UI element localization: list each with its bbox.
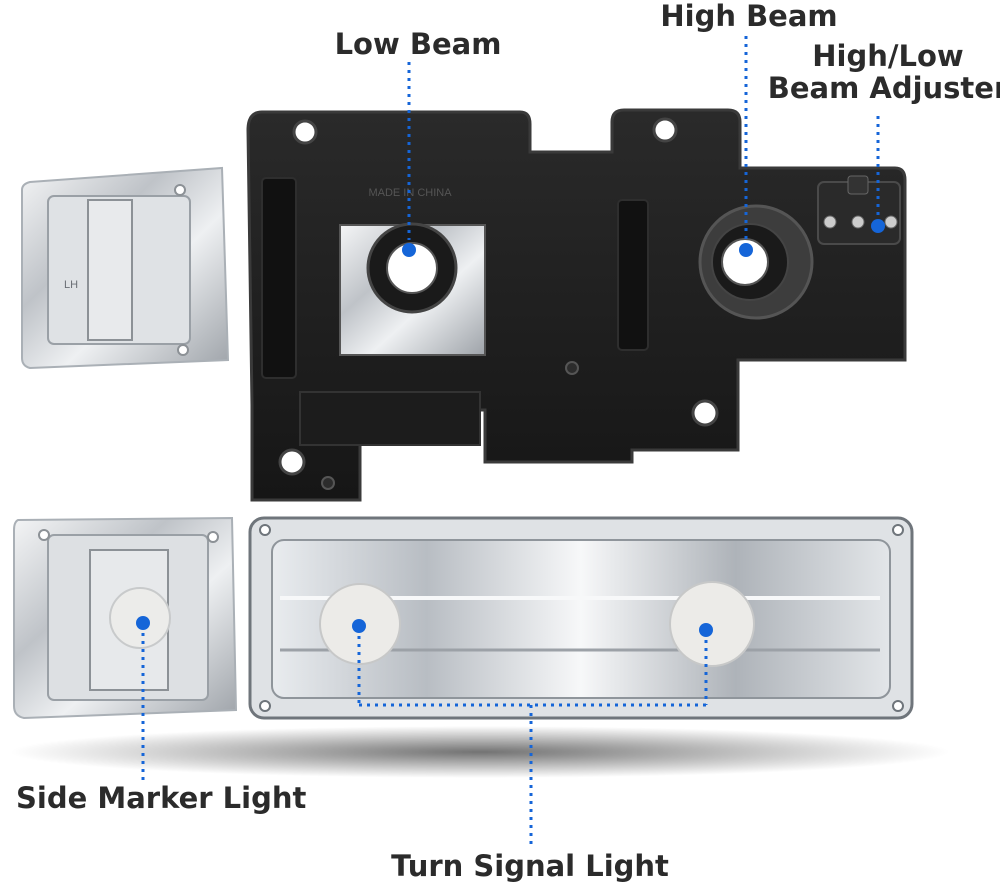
mount-hole-top-left <box>292 119 318 145</box>
turn-frame-hole-1 <box>259 524 271 536</box>
side-marker-dot <box>136 616 150 630</box>
low-beam-dot <box>402 243 416 257</box>
adjuster-dot <box>871 219 885 233</box>
adjuster-screw-2 <box>851 215 865 229</box>
beam-adjuster-label-line1: High/Low <box>812 39 964 73</box>
bolt-center <box>565 361 579 375</box>
turn-signal-bulb-right <box>669 581 755 667</box>
adjuster-screw-1 <box>823 215 837 229</box>
headlight-housing: MADE IN CHINA <box>246 108 907 502</box>
lower-step <box>299 391 481 446</box>
mount-hole-bottom-left <box>278 448 306 476</box>
side-marker-label: Side Marker Light <box>16 781 307 815</box>
beam-adjuster-label-line2: Beam Adjuster <box>767 71 1000 106</box>
corner-light-top: LH <box>21 166 230 370</box>
turn-frame-hole-4 <box>892 700 904 712</box>
ground-shadow <box>10 726 950 778</box>
turn-frame-hole-3 <box>259 700 271 712</box>
corner-light-marking: LH <box>64 279 78 291</box>
mount-hole-bottom-right <box>691 399 719 427</box>
beam-adjuster-label: High/Low Beam Adjuster <box>768 40 1000 105</box>
high-beam-label: High Beam <box>660 0 838 33</box>
turn-signal-unit <box>248 516 914 720</box>
side-marker-hole-1 <box>38 529 50 541</box>
turn-signal-label: Turn Signal Light <box>391 849 669 883</box>
side-marker-hole-2 <box>207 531 219 543</box>
low-beam-socket <box>386 242 438 294</box>
corner-light-top-hole-2 <box>177 344 189 356</box>
left-recess <box>261 177 297 379</box>
side-marker-unit <box>13 516 238 720</box>
pointer-dots <box>136 219 885 637</box>
low-beam-label: Low Beam <box>334 27 502 61</box>
adjuster-screw-3 <box>884 215 898 229</box>
adjuster-knob <box>847 175 869 195</box>
mid-recess <box>617 199 649 351</box>
pointer-layer <box>141 36 880 845</box>
mount-hole-top-right <box>652 117 678 143</box>
corner-light-top-hole <box>174 184 186 196</box>
turn-signal-dot-left <box>352 619 366 633</box>
high-beam-dot <box>739 243 753 257</box>
turn-frame-hole-2 <box>892 524 904 536</box>
bolt-bottom <box>321 476 335 490</box>
corner-light-top-bracket <box>87 199 133 341</box>
turn-signal-dot-right <box>699 623 713 637</box>
